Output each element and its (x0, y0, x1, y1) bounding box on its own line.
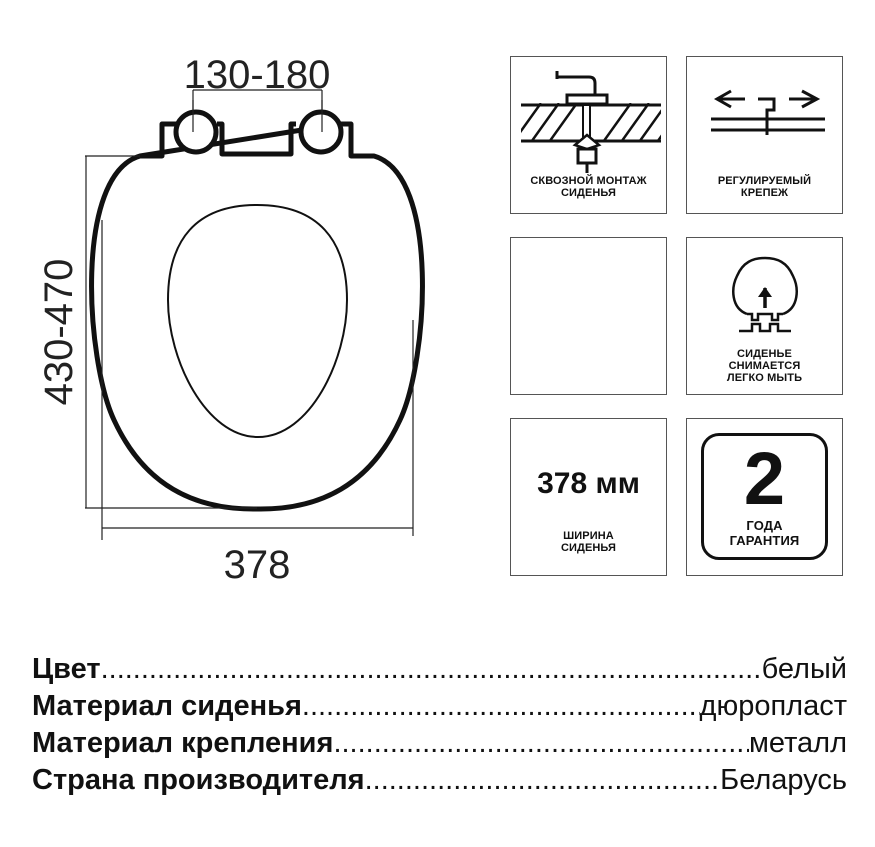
adjustable-fastener-icon (711, 89, 825, 135)
hinge-spacing-dimension: 130-180 (184, 53, 331, 132)
feature-label-line1: ГОДА (746, 518, 783, 533)
feature-label-line2: ГАРАНТИЯ (729, 533, 800, 548)
feature-through-mount: СКВОЗНОЙ МОНТАЖ СИДЕНЬЯ (510, 56, 667, 214)
leader-dots (101, 652, 762, 686)
feature-label-line1: РЕГУЛИРУЕМЫЙ (717, 175, 812, 187)
warranty-years: 2 (743, 437, 786, 520)
warranty-badge: 2 ГОДА ГАРАНТИЯ (701, 433, 828, 560)
spec-list: Цвет белый Материал сиденья дюропласт Ма… (32, 652, 847, 800)
seat-dimension-drawing: 130-180 430-470 378 (37, 53, 425, 587)
feature-removable-seat: СИДЕНЬЕ СНИМАЕТСЯ ЛЕГКО МЫТЬ (686, 237, 843, 395)
feature-adjustable-fastener: РЕГУЛИРУЕМЫЙ КРЕПЕЖ (686, 56, 843, 214)
spec-key: Материал сиденья (32, 690, 302, 722)
spec-value: белый (761, 653, 847, 685)
feature-label-line2: СНИМАЕТСЯ (728, 360, 801, 372)
spec-value: Беларусь (720, 764, 847, 796)
seat-outline (89, 121, 425, 512)
spec-row-color: Цвет белый (32, 652, 847, 689)
spec-key: Материал крепления (32, 727, 334, 759)
feature-label-line1: СКВОЗНОЙ МОНТАЖ (530, 175, 647, 187)
width-dimension: 378 (102, 320, 414, 587)
feature-warranty: 2 ГОДА ГАРАНТИЯ (686, 418, 843, 576)
feature-label-line1: СИДЕНЬЕ (737, 348, 792, 360)
spec-row-seat-material: Материал сиденья дюропласт (32, 689, 847, 726)
width-label: 378 (224, 543, 291, 587)
spec-key: Цвет (32, 653, 101, 685)
removable-seat-icon (732, 256, 798, 333)
feature-label-line3: ЛЕГКО МЫТЬ (726, 372, 803, 384)
leader-dots (333, 726, 749, 760)
spec-row-country: Страна производителя Беларусь (32, 763, 847, 800)
feature-label-line2: СИДЕНЬЯ (560, 542, 617, 554)
seat-width-value: 378 мм (537, 467, 640, 500)
hinge-spacing-label: 130-180 (184, 53, 331, 97)
spec-value: металл (748, 727, 847, 759)
feature-blank (510, 237, 667, 395)
spec-key: Страна производителя (32, 764, 365, 796)
leader-dots (302, 689, 700, 723)
leader-dots (365, 763, 721, 797)
spec-value: дюропласт (699, 690, 847, 722)
through-mount-icon (521, 71, 661, 173)
feature-label-line2: СИДЕНЬЯ (560, 187, 617, 199)
length-dimension: 430-470 (37, 155, 257, 540)
feature-label-line2: КРЕПЕЖ (740, 187, 789, 199)
right-hinge (298, 109, 344, 155)
spec-row-fastener-material: Материал крепления металл (32, 726, 847, 763)
left-hinge (173, 109, 219, 155)
length-label: 430-470 (37, 259, 81, 406)
seat-opening (166, 203, 349, 439)
feature-label-line1: ШИРИНА (563, 530, 614, 542)
feature-seat-width: 378 мм ШИРИНА СИДЕНЬЯ (510, 418, 667, 576)
